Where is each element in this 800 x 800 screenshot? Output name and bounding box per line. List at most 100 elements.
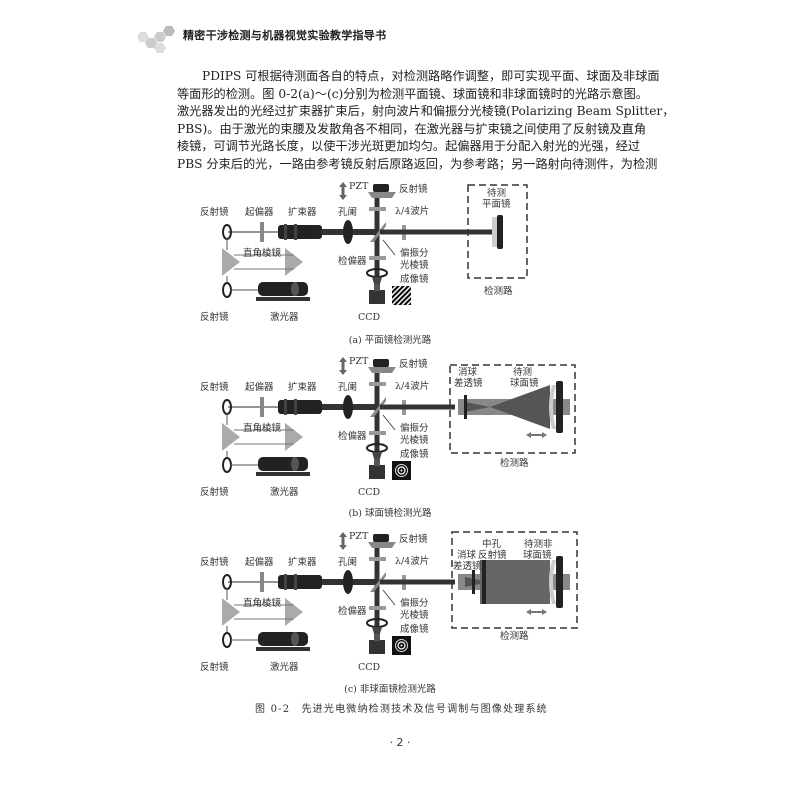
test-flat-mirror bbox=[492, 215, 503, 249]
label-pzt: PZT bbox=[349, 181, 369, 192]
beam-expander bbox=[278, 574, 322, 590]
analyzer-plate bbox=[369, 431, 386, 435]
iris bbox=[343, 395, 353, 419]
polarizing-beam-splitter bbox=[370, 222, 386, 242]
label-analyzer: 检偏器 bbox=[338, 431, 367, 442]
ccd-camera-icon bbox=[369, 634, 385, 654]
label-prism: 直角棱镜 bbox=[243, 248, 282, 259]
panel-caption: (b) 球面镜检测光路 bbox=[348, 508, 432, 519]
right-angle-prism-left bbox=[222, 423, 240, 451]
label-pzt: PZT bbox=[349, 356, 369, 367]
label-reference-mirror: 反射镜 bbox=[399, 359, 428, 370]
iris bbox=[343, 220, 353, 244]
label-expander: 扩束器 bbox=[288, 557, 317, 568]
label-imaging-lens: 成像镜 bbox=[400, 449, 429, 460]
polarizer-plate bbox=[260, 397, 264, 417]
label-test-mirror-line1: 待测非 bbox=[524, 539, 553, 550]
polarizer-plate bbox=[260, 222, 264, 242]
pzt-arrow-icon bbox=[339, 357, 347, 375]
laser-icon bbox=[256, 457, 310, 476]
label-null-lens-line1: 消球 bbox=[458, 367, 478, 378]
pbs-pointer bbox=[382, 589, 396, 606]
header-logo-hexagons bbox=[138, 26, 175, 53]
pbs-pointer bbox=[382, 414, 396, 431]
null-lens bbox=[472, 570, 475, 594]
label-test-mirror-line2: 球面镜 bbox=[523, 550, 552, 561]
fringe-pattern-stripes bbox=[392, 286, 411, 305]
label-polarizer: 起偏器 bbox=[245, 557, 274, 568]
label-test-mirror-line1: 待测 bbox=[513, 367, 533, 378]
label-ccd: CCD bbox=[358, 487, 381, 498]
paragraph-line: 等面形的检测。图 0-2(a)～(c)分别为检测平面镜、球面镜和非球面镜时的光路… bbox=[177, 86, 648, 101]
right-angle-prism-right bbox=[285, 598, 303, 626]
ccd-camera-icon bbox=[369, 284, 385, 304]
pzt-arrow-icon bbox=[339, 182, 347, 200]
paragraph-line: 棱镜，可调节光路长度，以使干涉光斑更加均匀。起偏器用于分配入射光的光强，经过 bbox=[177, 139, 641, 154]
label-imaging-lens: 成像镜 bbox=[400, 274, 429, 285]
panel-caption: (a) 平面镜检测光路 bbox=[348, 335, 432, 346]
test-sphere-mirror bbox=[549, 381, 563, 433]
panel-caption: (c) 非球面镜检测光路 bbox=[344, 684, 436, 695]
label-detection-path: 检测路 bbox=[484, 286, 513, 297]
beam-expander bbox=[278, 399, 322, 415]
label-mirror-top: 反射镜 bbox=[200, 557, 229, 568]
label-expander: 扩束器 bbox=[288, 207, 317, 218]
detection-path-box bbox=[449, 364, 576, 454]
polarizing-beam-splitter bbox=[370, 572, 386, 592]
laser-icon bbox=[256, 632, 310, 651]
label-pbs-line2: 光棱镜 bbox=[400, 260, 429, 271]
paragraph-line: PBS 分束后的光，一路由参考镜反射后原路返回，为参考路；另一路射向待测件，为检… bbox=[177, 156, 658, 171]
right-angle-prism-left bbox=[222, 598, 240, 626]
running-header-title: 精密干涉检测与机器视觉实验教学指导书 bbox=[183, 29, 387, 42]
label-laser: 激光器 bbox=[270, 487, 299, 498]
label-analyzer: 检偏器 bbox=[338, 256, 367, 267]
null-lens bbox=[464, 395, 467, 419]
laser-icon bbox=[256, 282, 310, 301]
label-mirror-bottom: 反射镜 bbox=[200, 312, 229, 323]
ccd-camera-icon bbox=[369, 459, 385, 479]
label-analyzer: 检偏器 bbox=[338, 606, 367, 617]
label-prism: 直角棱镜 bbox=[243, 423, 282, 434]
label-quarter-wave-plate: λ/4波片 bbox=[395, 556, 430, 567]
page-number: · 2 · bbox=[389, 736, 411, 749]
analyzer-plate bbox=[369, 606, 386, 610]
paragraph-line: 激光器发出的光经过扩束器扩束后，射向波片和偏振分光棱镜(Polarizing B… bbox=[177, 104, 675, 119]
beam-expander bbox=[278, 224, 322, 240]
label-test-mirror-line1: 待测 bbox=[487, 188, 507, 199]
label-quarter-wave-plate: λ/4波片 bbox=[395, 381, 430, 392]
label-mirror-bottom: 反射镜 bbox=[200, 487, 229, 498]
optical-path-diagram bbox=[222, 357, 576, 480]
figure-caption: 图 0-2 先进光电微纳检测技术及信号调制与图像处理系统 bbox=[255, 704, 548, 715]
detection-path-box bbox=[467, 184, 528, 279]
label-prism: 直角棱镜 bbox=[243, 598, 282, 609]
polarizing-beam-splitter bbox=[370, 397, 386, 417]
reference-mirror bbox=[368, 534, 396, 548]
label-mirror-top: 反射镜 bbox=[200, 207, 229, 218]
quarter-wave-plate-vertical bbox=[369, 557, 386, 561]
iris bbox=[343, 570, 353, 594]
optical-path-diagram bbox=[222, 531, 578, 655]
adjust-arrow-icon bbox=[526, 609, 547, 615]
test-sphere-mirror bbox=[549, 556, 563, 608]
polarizer-plate bbox=[260, 572, 264, 592]
pzt-arrow-icon bbox=[339, 532, 347, 550]
label-ccd: CCD bbox=[358, 312, 381, 323]
right-angle-prism-right bbox=[285, 248, 303, 276]
label-pbs-line2: 光棱镜 bbox=[400, 435, 429, 446]
label-polarizer: 起偏器 bbox=[245, 207, 274, 218]
reference-mirror bbox=[368, 359, 396, 373]
label-pbs-line1: 偏振分 bbox=[400, 423, 429, 434]
right-angle-prism-left bbox=[222, 248, 240, 276]
body-paragraph: PDIPS 可根据待测面各自的特点，对检测路略作调整，即可实现平面、球面及非球面… bbox=[177, 68, 675, 174]
label-reference-mirror: 反射镜 bbox=[399, 534, 428, 545]
adjust-arrow-icon bbox=[526, 432, 547, 438]
label-mirror-top: 反射镜 bbox=[200, 382, 229, 393]
quarter-wave-plate-vertical bbox=[369, 207, 386, 211]
label-iris: 孔阑 bbox=[338, 207, 358, 218]
paragraph-line: PDIPS 可根据待测面各自的特点，对检测路略作调整，即可实现平面、球面及非球面 bbox=[202, 69, 660, 83]
optical-path-diagram bbox=[222, 182, 528, 305]
label-hole-mirror-line1: 中孔 bbox=[482, 539, 502, 550]
label-detection-path: 检测路 bbox=[500, 631, 529, 642]
reference-mirror bbox=[368, 184, 396, 198]
